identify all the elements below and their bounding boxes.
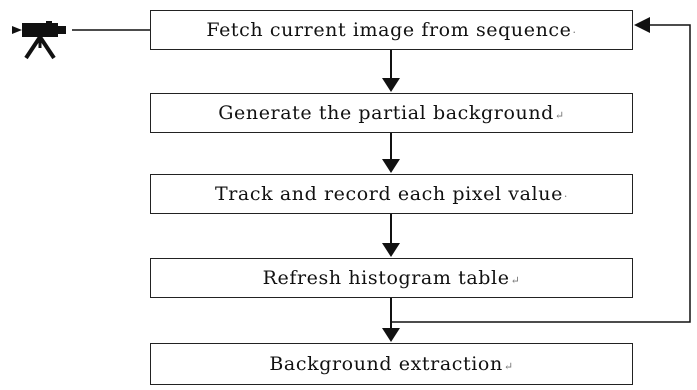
step-label: Refresh histogram table bbox=[262, 267, 510, 289]
arrow-step1-to-step2 bbox=[382, 50, 400, 92]
step-label: Background extraction bbox=[269, 353, 503, 375]
arrow-step2-to-step3 bbox=[382, 133, 400, 173]
step-generate-background-box: Generate the partial background↵ bbox=[150, 93, 633, 133]
feedback-loop-arrow bbox=[391, 17, 691, 323]
step-end-mark: · bbox=[572, 25, 577, 39]
step-fetch-image-box: Fetch current image from sequence· bbox=[150, 10, 633, 50]
step-label: Fetch current image from sequence bbox=[206, 19, 572, 41]
step-label: Generate the partial background bbox=[218, 102, 554, 124]
step-end-mark: ↵ bbox=[554, 108, 565, 122]
arrow-step4-to-step5 bbox=[382, 298, 400, 342]
step-background-extraction-box: Background extraction↵ bbox=[150, 343, 633, 385]
step-end-mark: ↵ bbox=[503, 359, 514, 373]
step-end-mark: ↵ bbox=[510, 273, 521, 287]
video-camera-icon bbox=[12, 21, 66, 60]
step-track-pixel-box: Track and record each pixel value· bbox=[150, 174, 633, 214]
arrow-step3-to-step4 bbox=[382, 214, 400, 257]
step-refresh-histogram-box: Refresh histogram table↵ bbox=[150, 258, 633, 298]
step-label: Track and record each pixel value bbox=[214, 183, 563, 205]
step-end-mark: · bbox=[563, 189, 569, 203]
